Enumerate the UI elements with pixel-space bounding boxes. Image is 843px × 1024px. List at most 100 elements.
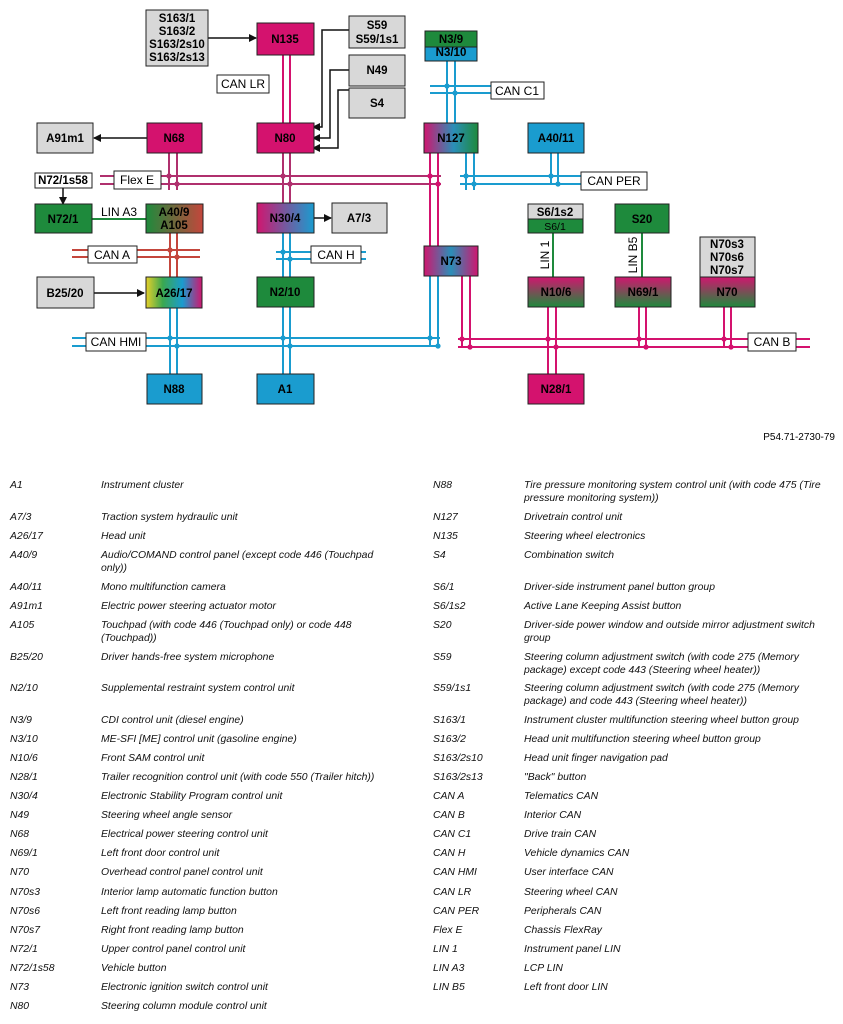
legend-description: Vehicle dynamics CAN bbox=[524, 848, 630, 859]
n28-1-label: N28/1 bbox=[541, 384, 572, 396]
bus-junction-dot bbox=[174, 343, 180, 349]
bus-junction-dot bbox=[643, 344, 649, 350]
legend-description: Driver-side instrument panel button grou… bbox=[524, 582, 715, 593]
bus-label-lin-a3: LIN A3 bbox=[101, 205, 137, 219]
s20-label: S20 bbox=[632, 214, 652, 226]
legend-code: N2/10 bbox=[10, 683, 38, 694]
legend-code: CAN B bbox=[433, 810, 465, 821]
legend-description: Steering wheel angle sensor bbox=[101, 810, 233, 821]
legend-code: CAN A bbox=[433, 791, 465, 802]
legend-code: N3/10 bbox=[10, 734, 38, 745]
legend-code: N70s7 bbox=[10, 925, 41, 936]
legend-code: A1 bbox=[10, 480, 23, 491]
legend-code: CAN C1 bbox=[433, 829, 472, 840]
n127-label: N127 bbox=[437, 133, 465, 145]
legend-code: A105 bbox=[10, 620, 35, 631]
legend-code: LIN B5 bbox=[433, 982, 465, 993]
legend-description: Interior CAN bbox=[524, 810, 582, 821]
b25-20-label: B25/20 bbox=[46, 288, 83, 300]
legend-code: S20 bbox=[433, 620, 452, 631]
legend-code: N68 bbox=[10, 829, 30, 840]
legend-description: User interface CAN bbox=[524, 867, 614, 878]
legend-description: Trailer recognition control unit (with c… bbox=[101, 772, 375, 783]
network-topology-diagram: S163/1 S163/2 S163/2s10 S163/2s13 N135 S… bbox=[34, 9, 810, 405]
legend-description: Mono multifunction camera bbox=[101, 582, 226, 593]
legend-description: Electronic ignition switch control unit bbox=[101, 982, 268, 993]
a1-label: A1 bbox=[278, 384, 293, 396]
n10-6-label: N10/6 bbox=[541, 287, 572, 299]
legend-description: Drivetrain control unit bbox=[524, 512, 623, 523]
legend-description: Audio/COMAND control panel (except code … bbox=[101, 550, 374, 574]
a40-9-label: A40/9 bbox=[159, 207, 190, 219]
bus-junction-dot bbox=[452, 90, 458, 96]
bus-label-lin-b5: LIN B5 bbox=[626, 236, 640, 273]
legend-description: Overhead control panel control unit bbox=[101, 867, 263, 878]
s163-group-line4: S163/2s13 bbox=[149, 52, 205, 64]
legend-code: S59/1s1 bbox=[433, 683, 472, 694]
legend-description: Upper control panel control unit bbox=[101, 944, 246, 955]
a40-11-label: A40/11 bbox=[538, 133, 575, 145]
bus-junction-dot bbox=[280, 335, 286, 341]
legend-description: Instrument panel LIN bbox=[524, 944, 621, 955]
n72-1-label: N72/1 bbox=[48, 214, 79, 226]
bus-label-can-hmi: CAN HMI bbox=[91, 335, 142, 349]
n3-9-label: N3/9 bbox=[439, 34, 463, 46]
n68-label: N68 bbox=[163, 133, 185, 145]
n72-1s58-label: N72/1s58 bbox=[38, 175, 88, 187]
legend-code: S163/2 bbox=[433, 734, 466, 745]
bus-junction-dot bbox=[728, 344, 734, 350]
bus-junction-dot bbox=[555, 181, 561, 187]
bus-junction-dot bbox=[166, 173, 172, 179]
legend-description: Steering column adjustment switch (with … bbox=[524, 652, 799, 676]
legend-code: S6/1s2 bbox=[433, 601, 466, 612]
legend-description: Peripherals CAN bbox=[524, 906, 602, 917]
legend-description: ME-SFI [ME] control unit (gasoline engin… bbox=[101, 734, 297, 745]
bus-junction-dot bbox=[721, 336, 727, 342]
legend-description: Drive train CAN bbox=[524, 829, 597, 840]
legend-description: Instrument cluster multifunction steerin… bbox=[524, 715, 799, 726]
bus-label-lin-1: LIN 1 bbox=[538, 240, 552, 269]
legend-code: N72/1 bbox=[10, 944, 38, 955]
legend-description: Head unit finger navigation pad bbox=[524, 753, 668, 764]
legend-description: Interior lamp automatic function button bbox=[101, 887, 278, 898]
s59-1s1-label: S59/1s1 bbox=[356, 34, 399, 46]
legend-code: N70s6 bbox=[10, 906, 41, 917]
bus-label-can-a: CAN A bbox=[94, 248, 130, 262]
n88-label: N88 bbox=[163, 384, 185, 396]
bus-junction-dot bbox=[427, 173, 433, 179]
bus-label-flex-e: Flex E bbox=[120, 173, 154, 187]
legend-code: LIN A3 bbox=[433, 963, 465, 974]
legend-description: Electrical power steering control unit bbox=[101, 829, 268, 840]
bus-junction-dot bbox=[427, 335, 433, 341]
legend-code: N72/1s58 bbox=[10, 963, 55, 974]
bus-junction-dot bbox=[287, 181, 293, 187]
legend-code: CAN LR bbox=[433, 887, 472, 898]
legend-description: CDI control unit (diesel engine) bbox=[101, 715, 244, 726]
legend-description: Driver hands-free system microphone bbox=[101, 652, 275, 663]
legend-code: S163/2s10 bbox=[433, 753, 483, 764]
legend-description: Head unit bbox=[101, 531, 146, 542]
legend-code: N49 bbox=[10, 810, 30, 821]
bus-junction-dot bbox=[545, 336, 551, 342]
bus-junction-dot bbox=[553, 344, 559, 350]
legend-code: LIN 1 bbox=[433, 944, 458, 955]
bus-label-can-b: CAN B bbox=[754, 335, 791, 349]
legend-description: Steering wheel electronics bbox=[524, 531, 646, 542]
legend-description: Traction system hydraulic unit bbox=[101, 512, 238, 523]
legend-code: N70s3 bbox=[10, 887, 41, 898]
bus-label-boxes bbox=[85, 74, 797, 352]
component-boxes bbox=[34, 9, 756, 405]
legend-code: N127 bbox=[433, 512, 458, 523]
a26-17-label: A26/17 bbox=[155, 288, 192, 300]
legend-code: S163/2s13 bbox=[433, 772, 483, 783]
n135-label: N135 bbox=[271, 34, 299, 46]
bus-junction-dot bbox=[467, 344, 473, 350]
legend-code: CAN HMI bbox=[433, 867, 477, 878]
junction-dots bbox=[166, 83, 734, 350]
legend-description: Tire pressure monitoring system control … bbox=[524, 480, 821, 504]
legend-code: Flex E bbox=[433, 925, 463, 936]
s6-1-label: S6/1 bbox=[544, 221, 566, 233]
bus-label-can-h: CAN H bbox=[317, 248, 354, 262]
legend-description: Left front reading lamp button bbox=[101, 906, 237, 917]
a7-3-label: A7/3 bbox=[347, 213, 371, 225]
